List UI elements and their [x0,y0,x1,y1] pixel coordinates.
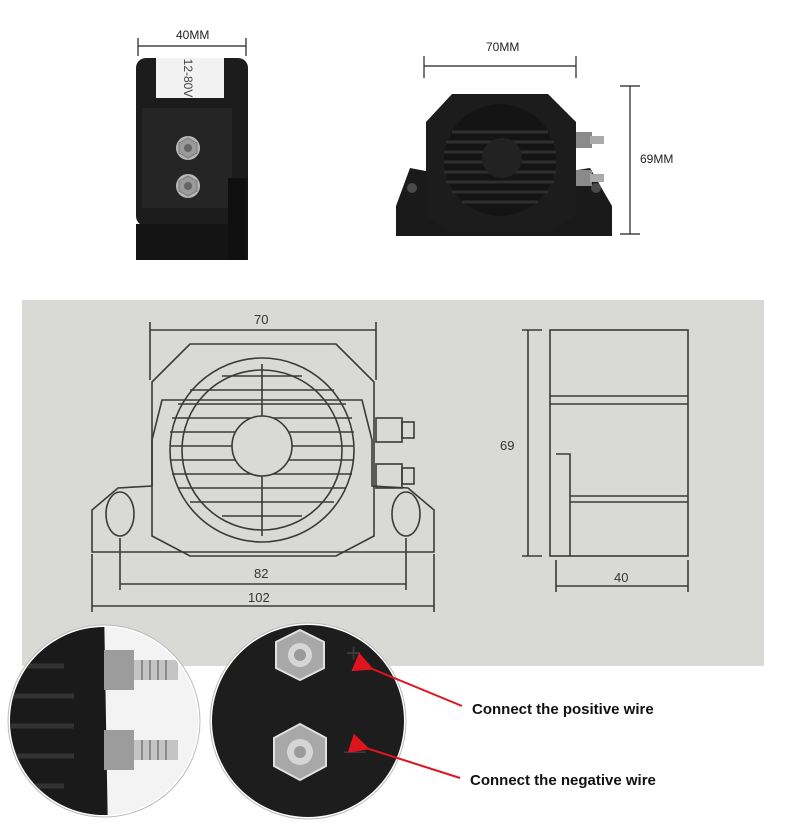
terminal-closeup-front: + — [208,606,408,836]
front-view-photo: 70MM 69MM [390,36,690,256]
dim-mount-spacing: 82 [254,566,268,581]
dim-height: 69 [500,438,514,453]
front-height-label: 69MM [640,152,674,166]
side-screw-bottom [176,174,200,198]
side-width-label: 40MM [176,28,210,42]
positive-terminal [275,628,325,682]
technical-drawing: 70 82 102 69 40 [22,300,764,666]
front-width-label: 70MM [486,40,520,54]
side-view-photo: 12-80V 40MM [120,28,260,268]
dim-side-depth: 40 [614,570,628,585]
negative-wire-callout: Connect the negative wire [470,772,656,789]
sticker-text: 12-80V [181,59,195,98]
side-screw-top [176,136,200,160]
terminal-closeup-side [4,606,204,836]
positive-wire-callout: Connect the positive wire [472,701,654,718]
dim-base-width: 102 [248,590,270,605]
dim-front-width: 70 [254,312,268,327]
negative-terminal [273,722,327,782]
